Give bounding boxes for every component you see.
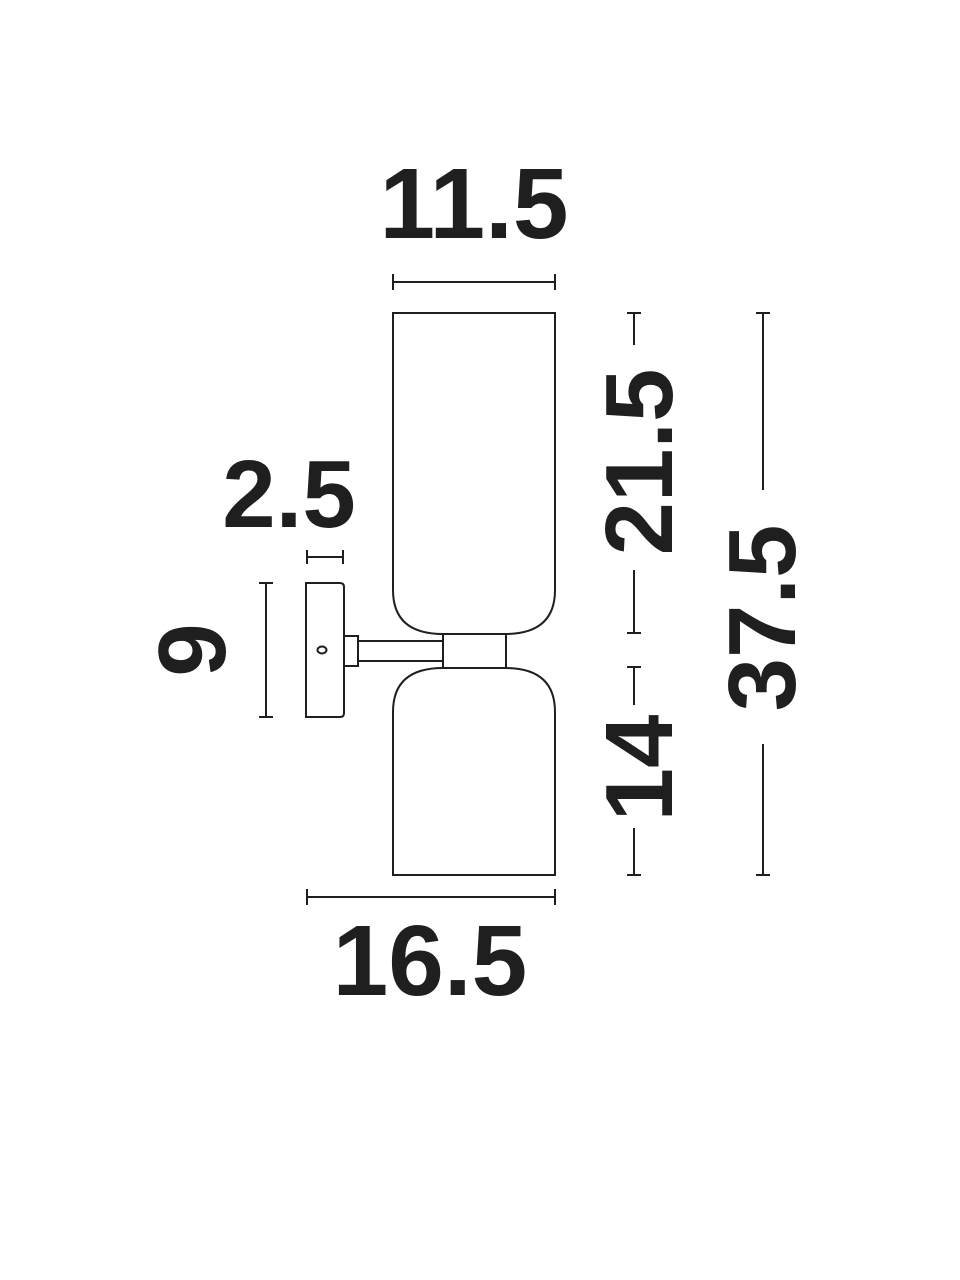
- total-height-dimension-line: [756, 312, 770, 876]
- arm-joint: [342, 635, 359, 667]
- upper-shade: [392, 312, 556, 635]
- total-height-label: 37.5: [709, 525, 816, 712]
- lower-height-dimension-line: [627, 666, 641, 876]
- upper-height-label: 21.5: [586, 369, 693, 556]
- screw-icon: [316, 645, 328, 655]
- dimension-lines: [259, 274, 770, 905]
- wall-plate: [305, 582, 345, 718]
- top-width-label: 11.5: [379, 148, 568, 260]
- lower-height-label: 14: [586, 715, 693, 822]
- total-depth-dimension-line: [306, 889, 556, 905]
- plate-height-dimension-line: [259, 582, 273, 718]
- center-collar: [442, 633, 507, 669]
- support-arm: [357, 640, 444, 662]
- top-width-dimension-line: [392, 274, 556, 290]
- lower-shade: [392, 667, 556, 876]
- wall-lamp-outline: [305, 312, 556, 876]
- bracket-depth-dimension-line: [306, 550, 344, 564]
- upper-height-dimension-line: [627, 312, 641, 634]
- bracket-depth-label: 2.5: [222, 441, 355, 548]
- total-depth-label: 16.5: [333, 905, 528, 1017]
- plate-height-label: 9: [139, 623, 246, 676]
